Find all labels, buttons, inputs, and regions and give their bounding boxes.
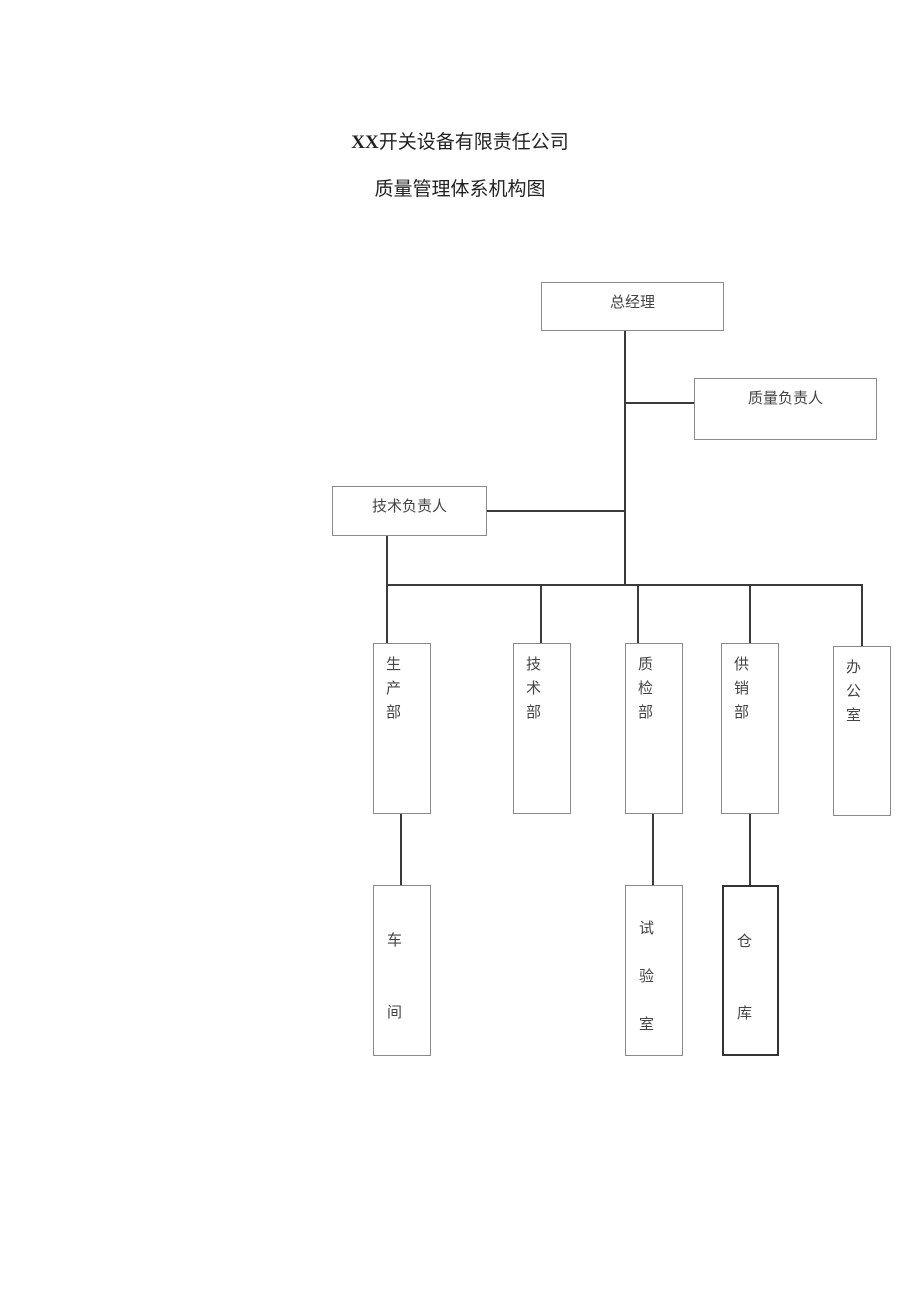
char: 试	[639, 919, 655, 937]
connector-dept-3	[637, 584, 639, 644]
char: 产	[386, 679, 402, 697]
connector-sub-3	[749, 813, 751, 885]
node-general-manager: 总经理	[541, 282, 724, 331]
char: 车	[387, 931, 403, 949]
connector-quality-lead	[624, 402, 695, 404]
node-label: 总经理	[609, 293, 655, 311]
char: 供	[734, 655, 750, 673]
connector-sub-1	[400, 813, 402, 885]
node-dept-production: 生 产 部	[373, 643, 431, 814]
char: 仓	[737, 932, 753, 950]
node-label: 技术负责人	[371, 497, 447, 515]
node-dept-quality-inspection: 质 检 部	[625, 643, 683, 814]
connector-tech-lead	[487, 510, 626, 512]
char: 部	[734, 703, 750, 721]
connector-dept-bus	[386, 584, 863, 586]
connector-root-trunk	[624, 330, 626, 586]
company-title-name: 开关设备有限责任公司	[378, 131, 569, 153]
connector-sub-2	[652, 813, 654, 885]
node-label: 质量负责人	[747, 389, 823, 407]
connector-dept-5	[861, 584, 863, 646]
node-quality-lead: 质量负责人	[694, 378, 877, 440]
company-title-prefix: XX	[351, 132, 379, 153]
char: 生	[386, 655, 402, 673]
char: 技	[526, 655, 542, 673]
char: 办	[846, 658, 862, 676]
char: 质	[638, 655, 654, 673]
char: 间	[387, 1003, 403, 1021]
char: 销	[734, 679, 750, 697]
char: 室	[846, 706, 862, 724]
connector-dept-1	[386, 584, 388, 644]
node-sub-laboratory: 试 验 室	[625, 885, 683, 1056]
chart-title: 质量管理体系机构图	[374, 178, 546, 200]
node-dept-office: 办 公 室	[833, 646, 891, 816]
connector-dept-2	[540, 584, 542, 644]
connector-tech-lead-down	[386, 535, 388, 586]
char: 部	[526, 703, 542, 721]
char: 库	[737, 1004, 753, 1022]
char: 检	[638, 679, 654, 697]
node-tech-lead: 技术负责人	[332, 486, 487, 536]
node-dept-supply-sales: 供 销 部	[721, 643, 779, 814]
char: 术	[526, 679, 542, 697]
node-sub-warehouse: 仓 库	[722, 885, 779, 1056]
char: 验	[639, 967, 655, 985]
char: 部	[638, 703, 654, 721]
company-title: XX开关设备有限责任公司	[0, 127, 920, 154]
node-sub-workshop: 车 间	[373, 885, 431, 1056]
char: 公	[846, 682, 862, 700]
char: 部	[386, 703, 402, 721]
node-dept-technology: 技 术 部	[513, 643, 571, 814]
connector-dept-4	[749, 584, 751, 644]
char: 室	[639, 1015, 655, 1033]
